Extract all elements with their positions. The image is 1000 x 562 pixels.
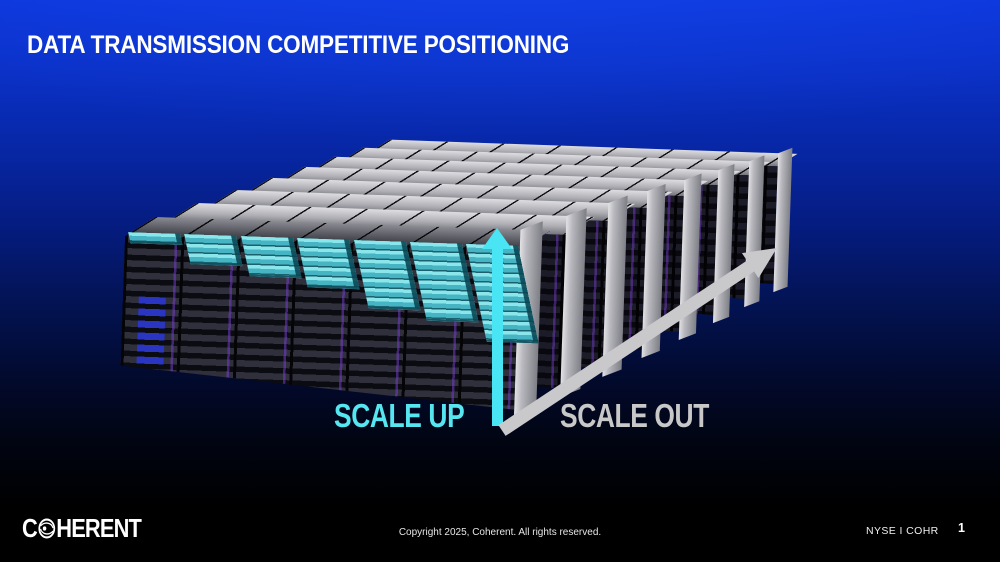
rack-row-front (119, 217, 551, 418)
logo-text-prefix: C (22, 513, 38, 543)
highlighted-server-stack (297, 238, 360, 290)
page-title: DATA TRANSMISSION COMPETITIVE POSITIONIN… (27, 31, 570, 59)
arrow-up-head-icon (482, 228, 512, 249)
ticker-text: NYSE I COHR (866, 525, 939, 537)
copyright-text: Copyright 2025, Coherent. All rights res… (398, 527, 602, 538)
highlighted-server-stack (241, 236, 302, 279)
logo-text-suffix: HERENT (56, 513, 142, 543)
blue-indicator-lights (137, 297, 166, 366)
scale-up-label: SCALE UP (334, 397, 465, 434)
highlighted-server-stack (128, 232, 183, 246)
scale-up-arrow (482, 228, 512, 426)
coherent-orb-icon (38, 518, 55, 539)
page-number: 1 (958, 521, 965, 535)
scale-out-label: SCALE OUT (560, 397, 709, 434)
arrow-up-shaft (491, 247, 503, 426)
highlighted-server-stack (184, 234, 243, 267)
coherent-logo: C HERENT (22, 513, 142, 544)
